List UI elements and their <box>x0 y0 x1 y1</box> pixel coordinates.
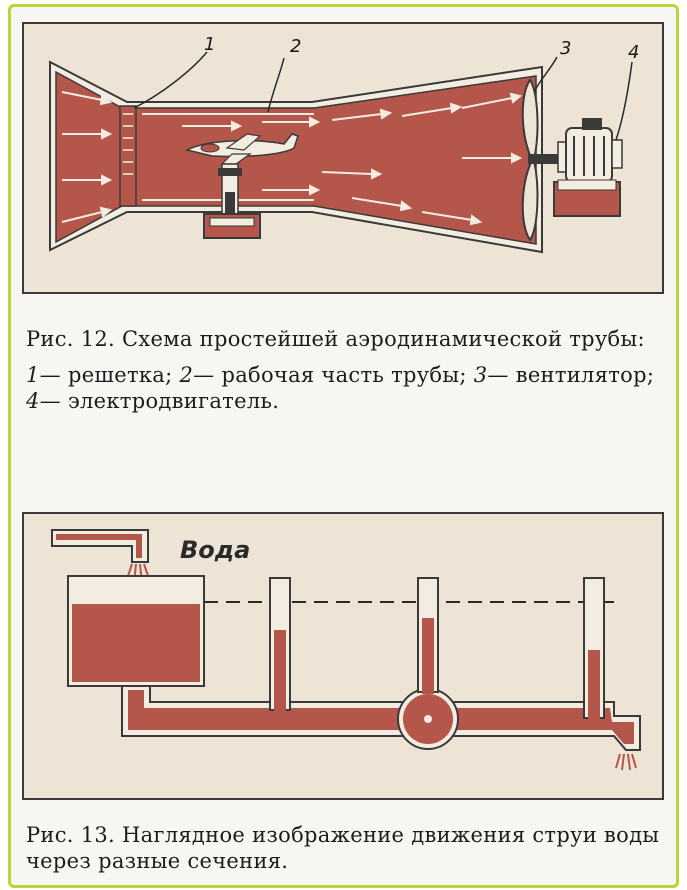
flow-arrows <box>61 91 523 226</box>
model-stand <box>203 163 261 239</box>
tube-3 <box>583 577 605 720</box>
wind-tunnel-diagram: 1 2 3 4 <box>22 22 664 294</box>
legend-4-num: 4 <box>26 389 40 413</box>
wide-section-bulb <box>397 688 459 750</box>
tube-1 <box>269 577 291 712</box>
legend-2-text: — рабочая часть трубы; <box>193 363 467 387</box>
legend-2-num: 2 <box>179 363 194 387</box>
legend-3-num: 3 <box>473 363 488 387</box>
water-flow-diagram: Вода <box>22 512 664 800</box>
legend-1-text: — решетка; <box>39 363 173 387</box>
caption-title: Рис. 12. Схема простейшей аэродинамическ… <box>26 327 645 351</box>
legend-1-num: 1 <box>26 363 40 387</box>
electric-motor <box>553 118 623 217</box>
label-3: 3 <box>560 38 571 59</box>
water-label: Вода <box>180 536 250 564</box>
legend-4-text: — электродвигатель. <box>39 389 280 413</box>
fan <box>521 78 562 242</box>
label-1: 1 <box>204 34 215 55</box>
caption-legend: 1— решетка; 2— рабочая часть трубы; 3— в… <box>26 362 662 414</box>
water-tank <box>67 575 205 687</box>
figure-13-caption: Рис. 13. Наглядное изображение движения … <box>26 823 660 873</box>
outlet-stream <box>615 753 637 771</box>
legend-3-text: — вентилятор; <box>487 363 655 387</box>
label-2: 2 <box>290 36 301 57</box>
inlet-pipe <box>51 529 149 563</box>
airplane-model <box>184 133 299 165</box>
grid-screen <box>119 105 137 207</box>
leader-lines <box>133 51 633 141</box>
tube-2 <box>417 577 439 694</box>
figure-12-caption: Рис. 12. Схема простейшей аэродинамическ… <box>26 326 662 414</box>
label-4: 4 <box>628 42 639 63</box>
